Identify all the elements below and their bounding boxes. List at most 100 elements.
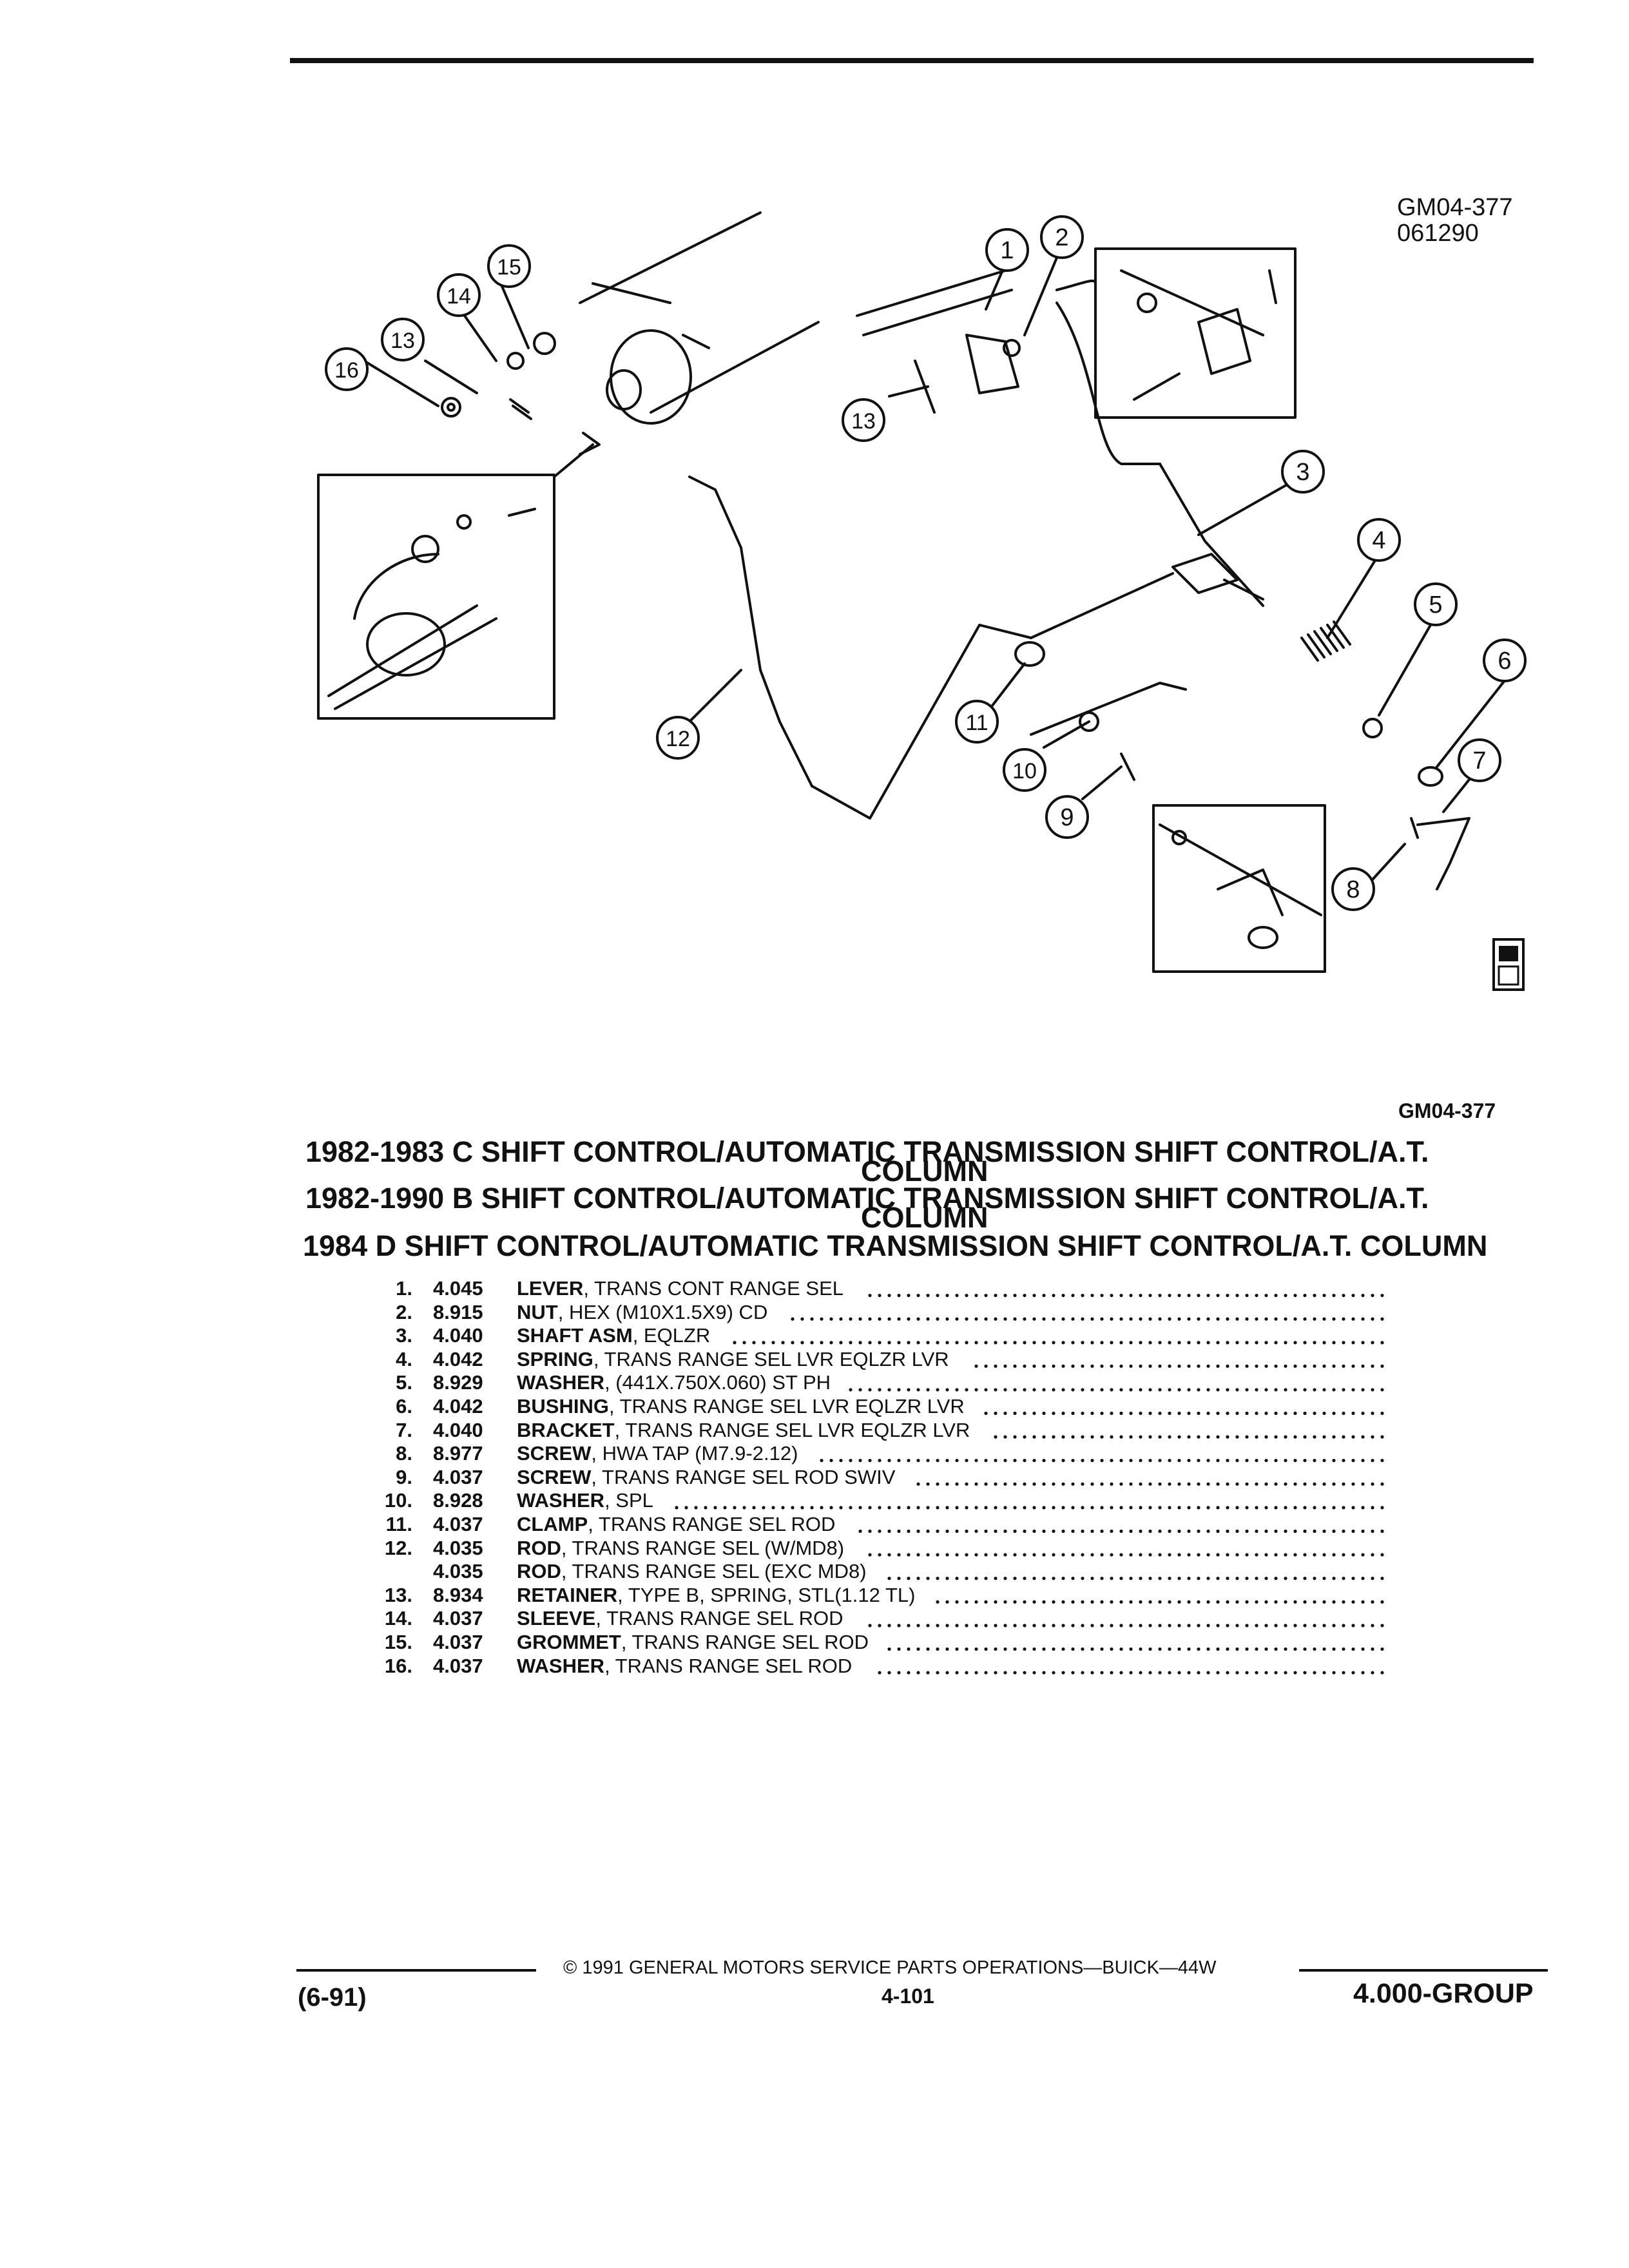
leader-dot <box>1380 1435 1384 1439</box>
leader-dot <box>1226 1435 1229 1439</box>
parts-catalog-logo-icon <box>1492 938 1525 991</box>
leader-dot <box>1061 1671 1065 1675</box>
leader-dot <box>1052 1553 1055 1557</box>
leader-dot <box>965 1459 969 1463</box>
footer-rule-left <box>296 1969 536 1972</box>
leader-dot <box>1168 1529 1171 1533</box>
leader-dot <box>916 1577 920 1581</box>
leader-dot <box>829 1506 833 1510</box>
leader-dot <box>936 1482 940 1486</box>
leader-dot <box>974 1553 978 1557</box>
leader-dot <box>839 1506 843 1510</box>
leader-dot <box>1255 1317 1258 1321</box>
leader-dot <box>1264 1341 1268 1345</box>
leader-dot <box>1274 1647 1278 1651</box>
leader-dot <box>1139 1364 1142 1368</box>
svg-text:14: 14 <box>447 284 471 309</box>
leader-dot <box>1061 1435 1065 1439</box>
leader-dot <box>1206 1553 1210 1557</box>
leader-dot <box>1351 1411 1355 1416</box>
leader-dot <box>1003 1482 1007 1486</box>
leader-dot <box>1303 1600 1307 1604</box>
leader-dot <box>1148 1293 1152 1298</box>
leader-dot <box>1342 1459 1345 1463</box>
leader-dot <box>878 1388 882 1392</box>
leader-dot <box>965 1506 969 1510</box>
leader-dot <box>1293 1553 1297 1557</box>
leader-dot <box>1206 1671 1210 1675</box>
svg-text:13: 13 <box>390 329 415 353</box>
leader-dot <box>1071 1411 1075 1416</box>
detail-inset-right <box>1094 247 1296 419</box>
leader-dot <box>897 1624 901 1628</box>
svg-text:2: 2 <box>1055 224 1068 251</box>
leader-dot <box>1274 1624 1278 1628</box>
leader-dot <box>1100 1293 1104 1298</box>
leader-dot <box>1197 1647 1200 1651</box>
leader-dot <box>926 1506 930 1510</box>
leader-dot <box>1380 1341 1384 1345</box>
leader-dot <box>1264 1459 1268 1463</box>
leader-dot <box>1245 1388 1249 1392</box>
leader-dot <box>1003 1671 1007 1675</box>
leader-dot <box>1342 1435 1345 1439</box>
footer-copyright: © 1991 GENERAL MOTORS SERVICE PARTS OPER… <box>563 1957 1217 1978</box>
leader-dot <box>1042 1317 1046 1321</box>
leader-dot <box>1119 1293 1123 1298</box>
leader-dot <box>858 1388 862 1392</box>
leader-dot <box>1110 1600 1113 1604</box>
leader-dot <box>868 1553 872 1557</box>
leader-dot <box>1139 1671 1142 1675</box>
leader-dot <box>1293 1293 1297 1298</box>
leader-dot <box>1013 1317 1017 1321</box>
leader-dot <box>1110 1647 1113 1651</box>
leader-dot <box>945 1506 949 1510</box>
leader-dot <box>1139 1647 1142 1651</box>
leader-dot <box>1284 1482 1287 1486</box>
leader-dot <box>742 1341 746 1345</box>
leader-dot <box>781 1341 785 1345</box>
leader-dot <box>1119 1671 1123 1675</box>
leader-dot <box>1129 1341 1133 1345</box>
leader-dot <box>1071 1317 1075 1321</box>
leader-dot <box>1313 1600 1316 1604</box>
leader-dot <box>1090 1506 1094 1510</box>
leader-dot <box>1032 1388 1036 1392</box>
leader-dot <box>1303 1388 1307 1392</box>
leader-dot <box>1226 1600 1229 1604</box>
leader-dot <box>752 1341 756 1345</box>
leader-dot <box>1371 1341 1374 1345</box>
leader-dot <box>1322 1624 1326 1628</box>
leader-dot <box>955 1553 959 1557</box>
leader-dot <box>1042 1600 1046 1604</box>
leader-dot <box>1361 1553 1365 1557</box>
leader-dot <box>1342 1388 1345 1392</box>
leader-dot <box>1255 1647 1258 1651</box>
leader-dot <box>1177 1411 1181 1416</box>
leader-dot <box>1371 1600 1374 1604</box>
leader-dot <box>1274 1293 1278 1298</box>
leader-dot <box>1332 1364 1336 1368</box>
leader-dot <box>1313 1293 1316 1298</box>
leader-dot <box>1226 1553 1229 1557</box>
leader-dot <box>1003 1506 1007 1510</box>
leader-dot <box>945 1600 949 1604</box>
leader-dot <box>1264 1388 1268 1392</box>
leader-dot <box>1216 1364 1220 1368</box>
leader-dot <box>781 1506 785 1510</box>
leader-dot <box>1003 1317 1007 1321</box>
leader-dot <box>974 1647 978 1651</box>
leader-dot <box>1274 1671 1278 1675</box>
leader-dot <box>1042 1671 1046 1675</box>
leader-dot <box>1245 1624 1249 1628</box>
leader-dot <box>1081 1506 1084 1510</box>
leader-dot <box>1110 1482 1113 1486</box>
leader-dot <box>994 1435 998 1439</box>
leader-dot <box>1013 1482 1017 1486</box>
leader-dot <box>1100 1647 1104 1651</box>
leader-dot <box>965 1671 969 1675</box>
leader-dot <box>1380 1482 1384 1486</box>
callout-9: 9 <box>1045 795 1089 839</box>
leader-dot <box>1226 1647 1229 1651</box>
leader-dot <box>1361 1411 1365 1416</box>
